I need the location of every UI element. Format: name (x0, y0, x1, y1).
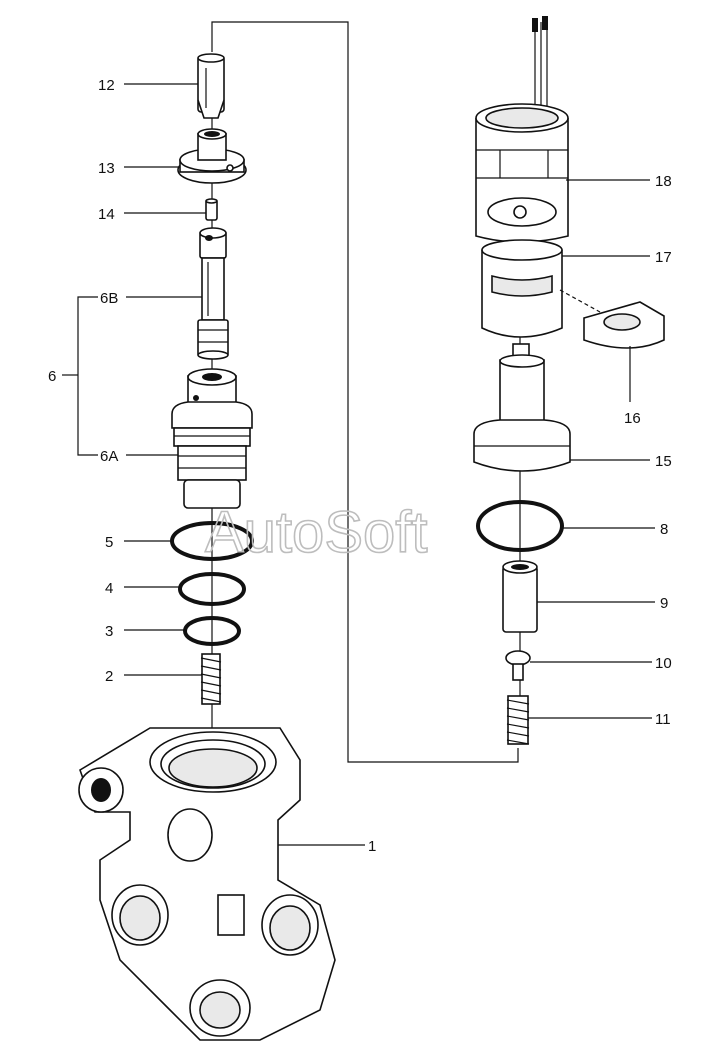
part-11-spring (506, 695, 530, 745)
label-part-1: 1 (368, 838, 376, 855)
part-8-o-ring (476, 500, 564, 552)
label-part-15: 15 (655, 453, 672, 470)
part-13-flange (177, 128, 247, 184)
label-part-12: 12 (98, 77, 115, 94)
label-part-4: 4 (105, 580, 113, 597)
part-1-housing (78, 727, 336, 1041)
part-17-coil (481, 239, 563, 338)
part-12-nozzle (197, 53, 225, 119)
label-part-10: 10 (655, 655, 672, 672)
label-part-8: 8 (660, 521, 668, 538)
leader-lines (62, 83, 655, 846)
part-6b-plunger (197, 227, 229, 360)
label-part-3: 3 (105, 623, 113, 640)
part-15-plunger-tube (473, 343, 571, 472)
part-18-solenoid-cover (475, 16, 569, 243)
part-10-valve-pin (505, 650, 531, 681)
part-4-o-ring (178, 572, 246, 606)
part-2-spring (200, 653, 222, 705)
label-part-6b: 6B (100, 290, 118, 307)
label-part-16: 16 (624, 410, 641, 427)
label-part-13: 13 (98, 160, 115, 177)
part-16-washer (559, 289, 665, 349)
part-9-sleeve (502, 560, 538, 633)
label-part-14: 14 (98, 206, 115, 223)
part-6a-valve-body (171, 368, 253, 509)
label-part-11: 11 (655, 711, 671, 728)
part-3-o-ring (183, 616, 241, 646)
label-part-5: 5 (105, 534, 113, 551)
watermark-text: AutoSoft (205, 500, 427, 565)
label-part-17: 17 (655, 249, 672, 266)
label-part-9: 9 (660, 595, 668, 612)
part-14-pin (205, 198, 218, 221)
label-part-6a: 6A (100, 448, 118, 465)
label-part-2: 2 (105, 668, 113, 685)
label-part-18: 18 (655, 173, 672, 190)
label-part-6: 6 (48, 368, 56, 385)
assembly-connector-line (211, 21, 519, 763)
